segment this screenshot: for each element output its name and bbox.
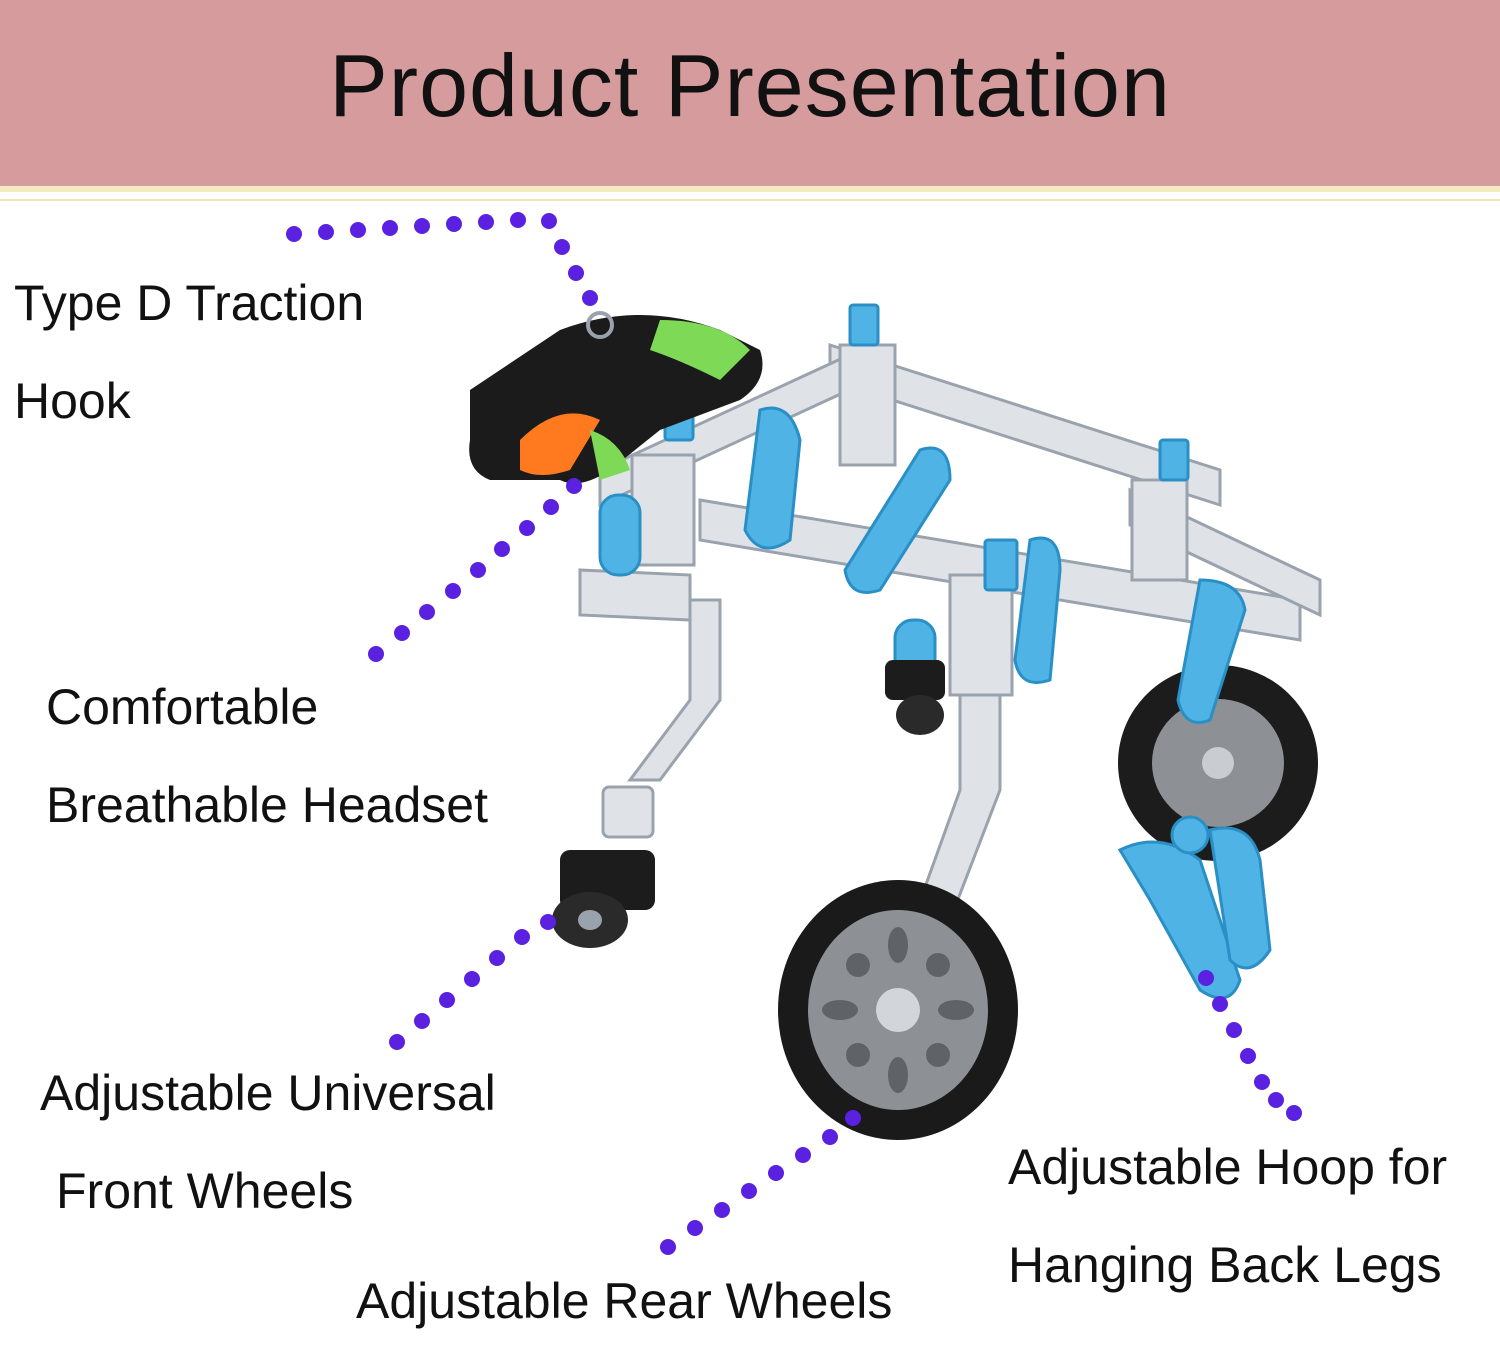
- leg-pad-icon: [598, 303, 1272, 1000]
- label-traction-hook-line2: Hook: [14, 373, 131, 429]
- header-divider: [0, 186, 1500, 192]
- label-traction-hook-line1: Type D Traction: [14, 275, 365, 331]
- rear-wheel-far-icon: [1118, 665, 1318, 861]
- label-rear-wheels-line1: Adjustable Rear Wheels: [356, 1273, 893, 1329]
- label-front-wheels-line2: Front Wheels: [56, 1163, 354, 1219]
- label-headset-line1: Comfortable: [46, 679, 319, 735]
- label-rear-wheels: Adjustable Rear Wheels: [356, 1252, 892, 1350]
- harness-icon: [469, 311, 763, 484]
- dotted-leader-line: [286, 212, 1302, 1255]
- header-divider-thin: [0, 199, 1500, 201]
- header-banner: Product Presentation: [0, 0, 1500, 186]
- product-photo-dog-wheelchair: [286, 212, 1322, 1255]
- label-front-wheels: Adjustable Universal Front Wheels: [40, 1044, 496, 1240]
- page-title: Product Presentation: [329, 36, 1171, 135]
- label-front-wheels-line1: Adjustable Universal: [40, 1065, 496, 1121]
- label-hoop: Adjustable Hoop for Hanging Back Legs: [1008, 1118, 1447, 1314]
- front-wheel-icon: [552, 660, 945, 948]
- label-hoop-line1: Adjustable Hoop for: [1008, 1139, 1448, 1195]
- label-headset-line2: Breathable Headset: [46, 777, 488, 833]
- label-hoop-line2: Hanging Back Legs: [1008, 1237, 1442, 1293]
- label-headset: Comfortable Breathable Headset: [46, 658, 488, 854]
- rear-wheel-near-icon: [778, 880, 1018, 1140]
- label-traction-hook: Type D Traction Hook: [14, 254, 364, 450]
